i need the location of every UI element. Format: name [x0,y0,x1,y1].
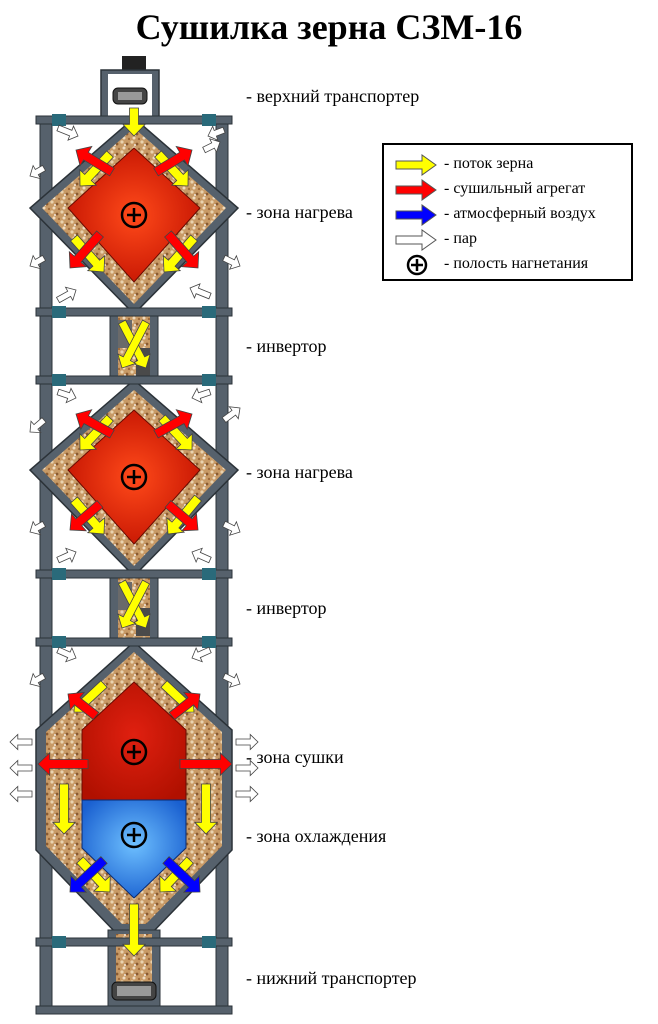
dryer-air-arrow [68,230,104,269]
grain-flow-arrow [121,107,147,137]
steam-arrow [29,164,47,180]
steam-arrow [222,520,241,536]
grain-flow-arrow-icon [395,154,437,176]
steam-arrow [56,646,77,663]
legend-item-pressure-cavity: - полость нагнетания [384,253,631,277]
label-heating-zone-2: - зона нагрева [246,462,353,482]
label-heating-zone-1: - зона нагрева [246,202,353,222]
dryer-air-arrow [75,409,115,439]
steam-arrow [29,672,47,688]
atmospheric-air-arrow [162,856,201,893]
grain-flow-arrow [121,903,147,957]
steam-arrow [191,387,212,404]
steam-arrow [221,406,241,423]
plus-circle-icon [120,821,148,849]
dryer-air-arrow [164,230,200,269]
plus-circle-icon [406,254,428,276]
legend-text: - атмосферный воздух [444,205,596,222]
steam-arrow [235,759,259,777]
dryer-unit-arrow-icon [395,179,437,201]
steam-arrow [9,785,33,803]
diagram-title: Сушилка зерна СЗМ-16 [135,7,523,47]
label-top-transporter: - верхний транспортер [246,86,420,106]
grain-flow-arrow [154,150,189,187]
steam-arrow [235,785,259,803]
steam-arrow [56,547,77,564]
legend-item-grain-flow: - поток зерна [384,153,631,177]
steam-arrow [222,254,241,270]
steam-arrow [191,547,212,564]
atmospheric-air-arrow [69,856,108,893]
legend-text: - пар [444,230,477,247]
grain-flow-arrow [193,783,219,835]
dryer-air-arrow [75,145,115,177]
legend-item-dryer-unit: - сушильный агрегат [384,178,631,202]
steam-arrow [207,125,226,142]
grain-flow-arrow [51,783,77,835]
label-drying-zone: - зона сушки [246,747,344,767]
dryer-air-arrow [37,751,89,777]
steam-arrow [29,417,47,434]
legend-item-steam: - пар [384,228,631,252]
steam-arrow [189,283,212,300]
dryer-air-arrow [69,500,104,532]
atmospheric-air-arrow-icon [395,204,437,226]
steam-arrow [9,733,33,751]
steam-arrow [222,672,241,688]
steam-arrow [29,520,47,536]
legend-item-atmospheric-air: - атмосферный воздух [384,203,631,227]
steam-arrow [56,387,77,404]
dryer-air-arrow [168,691,201,721]
grain-flow-arrow [79,414,114,451]
plus-circle-icon [120,201,148,229]
steam-arrow [191,646,212,663]
beam-bolts [52,114,216,948]
grain-flow-arrow [79,150,114,187]
steam-arrow [55,286,77,304]
steam-arrow [56,124,79,141]
steam-arrow-icon [395,229,437,251]
label-cooling-zone: - зона охлаждения [246,826,387,846]
dryer-air-arrow [164,500,199,532]
legend-text: - полость нагнетания [444,255,589,272]
steam-arrow [235,733,259,751]
plus-circle-icon [120,463,148,491]
legend-text: - поток зерна [444,155,534,172]
legend: - поток зерна - сушильный агрегат - атмо… [382,143,633,281]
dryer-air-arrow [67,691,100,721]
dryer-air-arrow [179,751,233,777]
label-inverter-2: - инвертор [246,598,327,618]
label-bottom-transporter: - нижний транспортер [246,968,417,988]
grain-flow-arrow [117,319,151,369]
legend-text: - сушильный агрегат [444,180,586,197]
top-transporter [100,56,160,121]
steam-arrow [29,254,47,270]
label-inverter-1: - инвертор [246,336,327,356]
dryer-air-arrow [153,145,193,177]
dryer-air-arrow [153,409,193,439]
plus-circle-icon [120,738,148,766]
steam-arrow [9,759,33,777]
steam-arrow [202,138,221,154]
grain-flow-arrow [117,579,151,629]
